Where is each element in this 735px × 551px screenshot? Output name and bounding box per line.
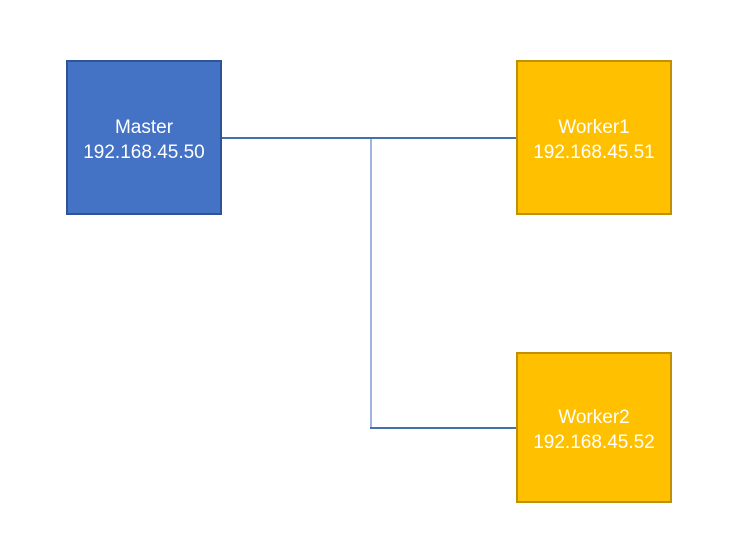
- connector-master-worker1: [222, 137, 516, 139]
- connector-branch-worker2: [370, 427, 516, 429]
- node-worker1: Worker1 192.168.45.51: [516, 60, 672, 215]
- node-worker1-ip: 192.168.45.51: [533, 142, 655, 163]
- node-master-ip: 192.168.45.50: [83, 142, 205, 163]
- connector-vertical-riser: [370, 139, 372, 429]
- node-master: Master 192.168.45.50: [66, 60, 222, 215]
- node-master-label: Master: [114, 117, 174, 138]
- node-worker2-label: Worker2: [558, 407, 630, 428]
- node-worker2: Worker2 192.168.45.52: [516, 352, 672, 503]
- node-worker2-ip: 192.168.45.52: [533, 432, 655, 453]
- node-worker1-label: Worker1: [558, 117, 630, 138]
